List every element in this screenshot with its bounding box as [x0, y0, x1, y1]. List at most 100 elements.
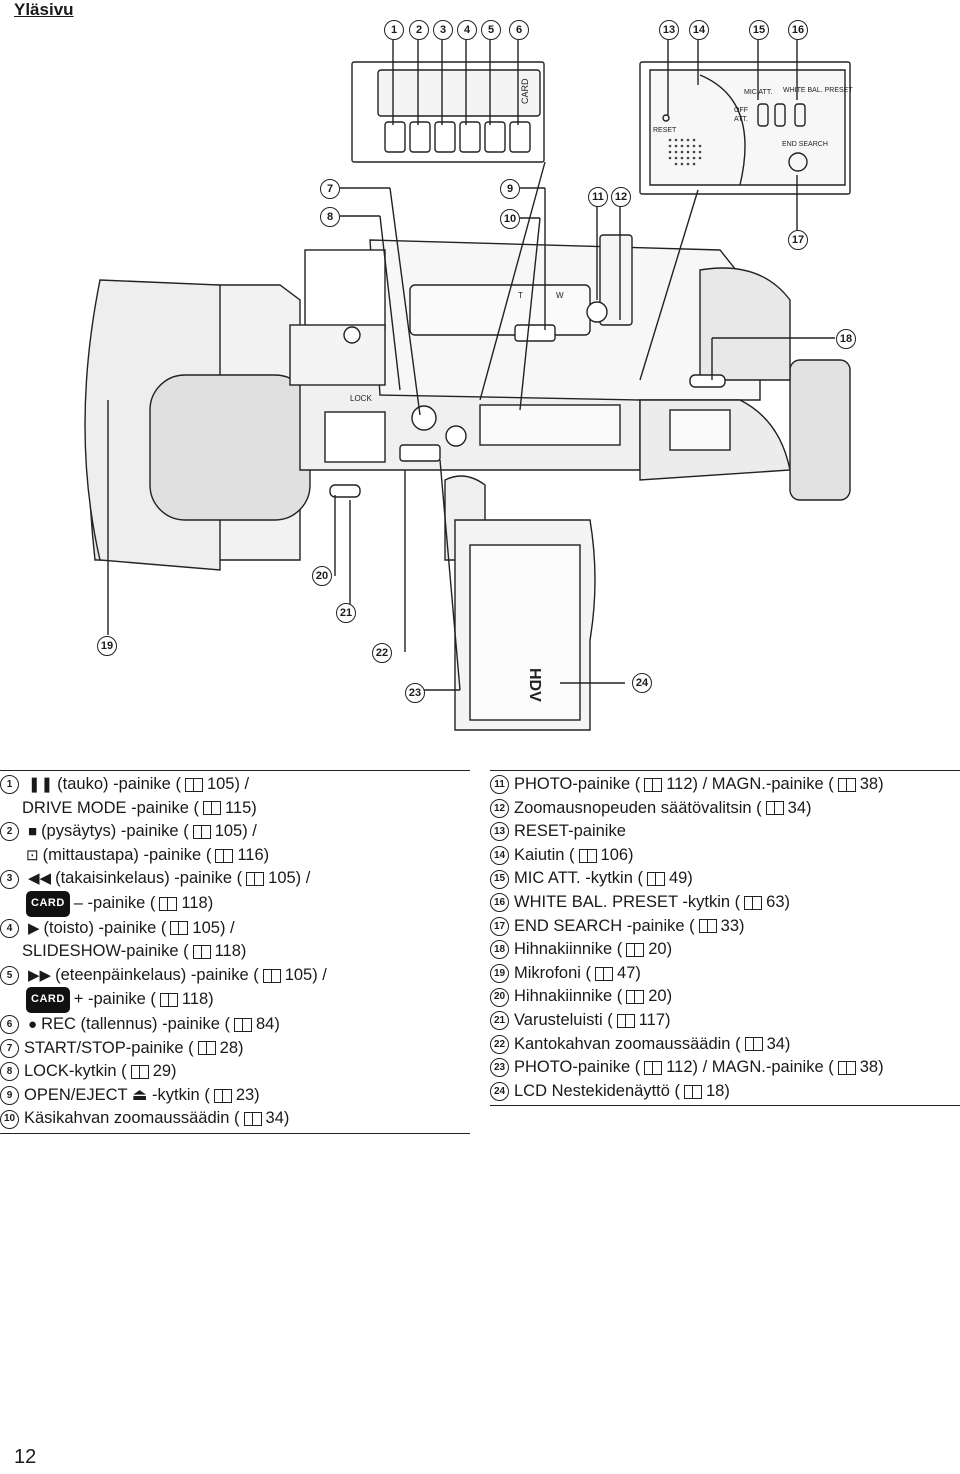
legend-item: CARD– -painike ( 118): [0, 890, 470, 917]
book-icon: [197, 1041, 216, 1056]
legend-number: 10: [0, 1109, 19, 1129]
book-icon: [698, 919, 717, 934]
book-icon: [192, 944, 211, 959]
book-icon: [765, 801, 784, 816]
legend-text: – -painike (: [73, 893, 156, 912]
w-label: W: [556, 291, 564, 300]
legend-number: 7: [0, 1038, 19, 1058]
legend-text: Kaiutin (: [514, 845, 575, 864]
legend-text: MIC ATT. -kytkin (: [514, 869, 643, 888]
legend-symbol: ⊡: [26, 846, 39, 864]
book-icon: [184, 777, 203, 792]
book-icon: [616, 1013, 635, 1028]
book-icon: [246, 872, 265, 887]
legend-text: START/STOP-painike (: [24, 1038, 194, 1057]
legend-ref: 112) / MAGN.-painike (: [666, 1058, 834, 1077]
t-label: T: [518, 291, 523, 300]
book-icon: [744, 1037, 763, 1052]
legend-symbol: ■: [28, 823, 38, 841]
callout-20: 20: [312, 566, 332, 586]
legend-item: 3◀◀(takaisinkelaus) -painike (105) /: [0, 867, 470, 891]
callout-14: 14: [689, 20, 709, 40]
book-icon: [646, 872, 665, 887]
legend-ref: 106): [600, 845, 634, 864]
legend-text: Hihnakiinnike (: [514, 987, 623, 1006]
legend-number: 17: [490, 916, 509, 936]
legend-text: REC (tallennus) -painike (: [41, 1014, 230, 1033]
legend-item: 23 PHOTO-painike ( 112) / MAGN.-painike ( 3…: [490, 1056, 960, 1080]
white-bal-label: WHITE BAL. PRESET: [783, 87, 853, 94]
legend-ref: 20): [648, 987, 673, 1006]
reset-label: RESET: [653, 127, 677, 134]
callout-13: 13: [659, 20, 679, 40]
legend-ref: 33): [720, 916, 745, 935]
legend-number: 6: [0, 1015, 19, 1035]
callout-16: 16: [788, 20, 808, 40]
legend-number: 3: [0, 869, 19, 889]
legend-text: (mittaustapa) -painike (: [42, 845, 212, 864]
legend-text: END SEARCH -painike (: [514, 916, 695, 935]
legend-number: 23: [490, 1058, 509, 1078]
callout-3: 3: [433, 20, 453, 40]
legend-text: Mikrofoni (: [514, 963, 592, 982]
legend-ref: 112) / MAGN.-painike (: [666, 775, 834, 793]
legend-ref: 117): [638, 1010, 671, 1029]
legend-number: 14: [490, 846, 509, 866]
att-label: ATT.: [734, 116, 748, 123]
legend-ref: 28): [219, 1038, 244, 1057]
legend-text: Hihnakiinnike (: [514, 940, 623, 959]
legend-ref: 29): [152, 1062, 177, 1081]
callout-21: 21: [336, 603, 356, 623]
legend-number: 2: [0, 822, 19, 842]
book-icon: [233, 1017, 252, 1032]
legend-text: PHOTO-painike (: [514, 1058, 641, 1077]
legend-symbol: ❚❚: [28, 776, 54, 793]
legend-ref: 38): [859, 1058, 884, 1077]
legend-item: CARD+ -painike (118): [0, 987, 470, 1013]
legend-text: (takaisinkelaus) -painike (: [55, 869, 243, 888]
callout-7: 7: [320, 179, 340, 199]
legend-number: 21: [490, 1011, 509, 1031]
callout-24: 24: [632, 673, 652, 693]
callout-4: 4: [457, 20, 477, 40]
legend-number: 9: [0, 1086, 19, 1106]
card-label: CARD: [520, 78, 530, 104]
legend-symbol: ◀◀: [28, 870, 52, 888]
legend-ref: 34): [265, 1109, 290, 1128]
legend-number: 20: [490, 987, 509, 1007]
legend-ref: 18): [706, 1081, 730, 1100]
legend-number: 18: [490, 940, 509, 960]
legend-text: PHOTO-painike (: [514, 775, 641, 793]
callout-19: 19: [97, 636, 117, 656]
callout-23: 23: [405, 683, 425, 703]
legend-left: 1❚❚(tauko) -painike (105) /DRIVE MODE -p…: [0, 770, 470, 1134]
page-header: Yläsivu: [14, 0, 74, 19]
legend-ref: 118): [181, 893, 214, 912]
legend-ref: 34): [766, 1034, 791, 1053]
callout-18: 18: [836, 329, 856, 349]
page-number: 12: [14, 1446, 37, 1468]
callout-10: 10: [500, 209, 520, 229]
legend-item: 7 START/STOP-painike ( 28): [0, 1037, 470, 1061]
legend-item: 4▶(toisto) -painike (105) /: [0, 917, 470, 941]
callout-6: 6: [509, 20, 529, 40]
legend-number: 19: [490, 964, 509, 984]
legend-item: 14 Kaiutin ( 106): [490, 844, 960, 868]
card-icon: CARD: [26, 890, 70, 917]
book-icon: [684, 1084, 702, 1099]
mic-att-label: MIC ATT.: [744, 89, 772, 96]
callout-8: 8: [320, 207, 340, 227]
legend-number: 13: [490, 822, 509, 842]
legend-text: OPEN/EJECT ⏏ -kytkin (: [24, 1085, 210, 1104]
legend-ref: 34): [787, 798, 812, 817]
legend-text: Varusteluisti (: [514, 1010, 613, 1029]
book-icon: [644, 1060, 663, 1075]
legend-number: 4: [0, 918, 19, 938]
legend-text: (pysäytys) -painike (: [41, 822, 189, 841]
legend-text: WHITE BAL. PRESET -kytkin (: [514, 892, 741, 911]
